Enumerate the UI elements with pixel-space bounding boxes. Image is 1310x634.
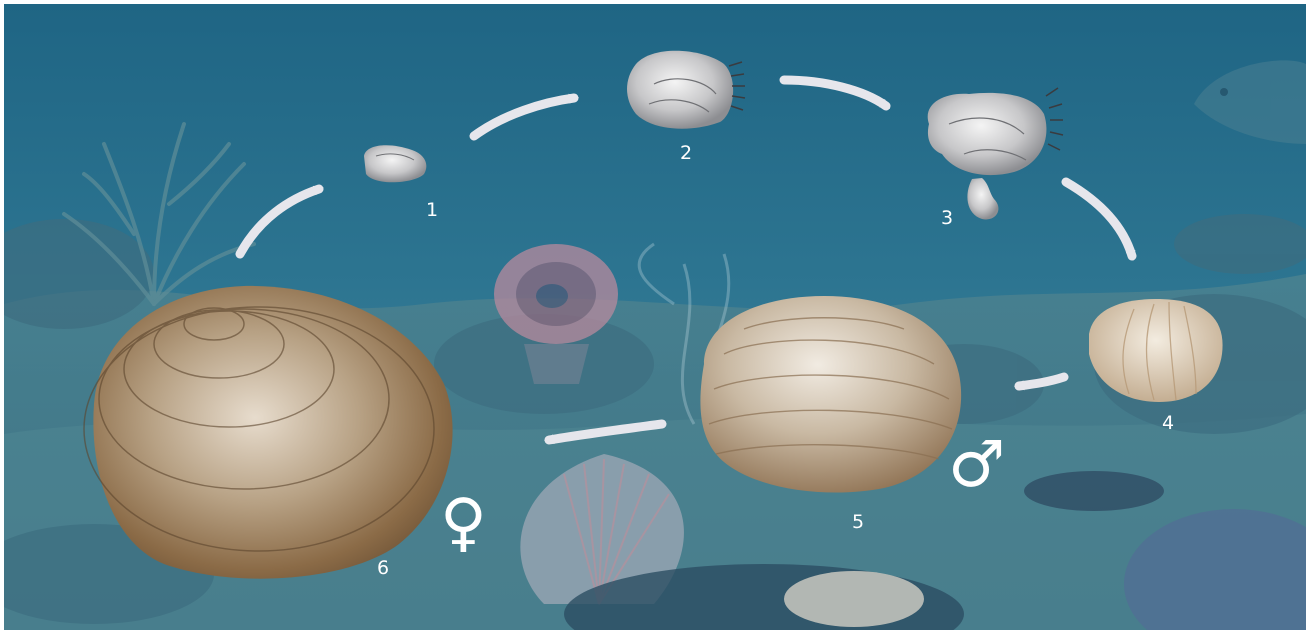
stage-label-5: 5 bbox=[852, 511, 864, 533]
female-symbol: ♀ bbox=[440, 486, 487, 560]
sea-slug bbox=[784, 571, 924, 627]
stage-label-4: 4 bbox=[1162, 412, 1174, 434]
scene-canvas: 1 2 3 4 5 6 ♂ ♀ bbox=[4, 4, 1306, 630]
male-symbol: ♂ bbox=[948, 428, 1005, 502]
stage-label-6: 6 bbox=[377, 557, 389, 579]
stage-label-2: 2 bbox=[680, 142, 692, 164]
stage-label-1: 1 bbox=[426, 199, 438, 221]
stage-5-oyster bbox=[700, 296, 961, 493]
stage-label-3: 3 bbox=[941, 207, 953, 229]
oyster-life-cycle-scene: 1 2 3 4 5 6 ♂ ♀ bbox=[4, 4, 1306, 630]
mussel bbox=[1024, 471, 1164, 511]
